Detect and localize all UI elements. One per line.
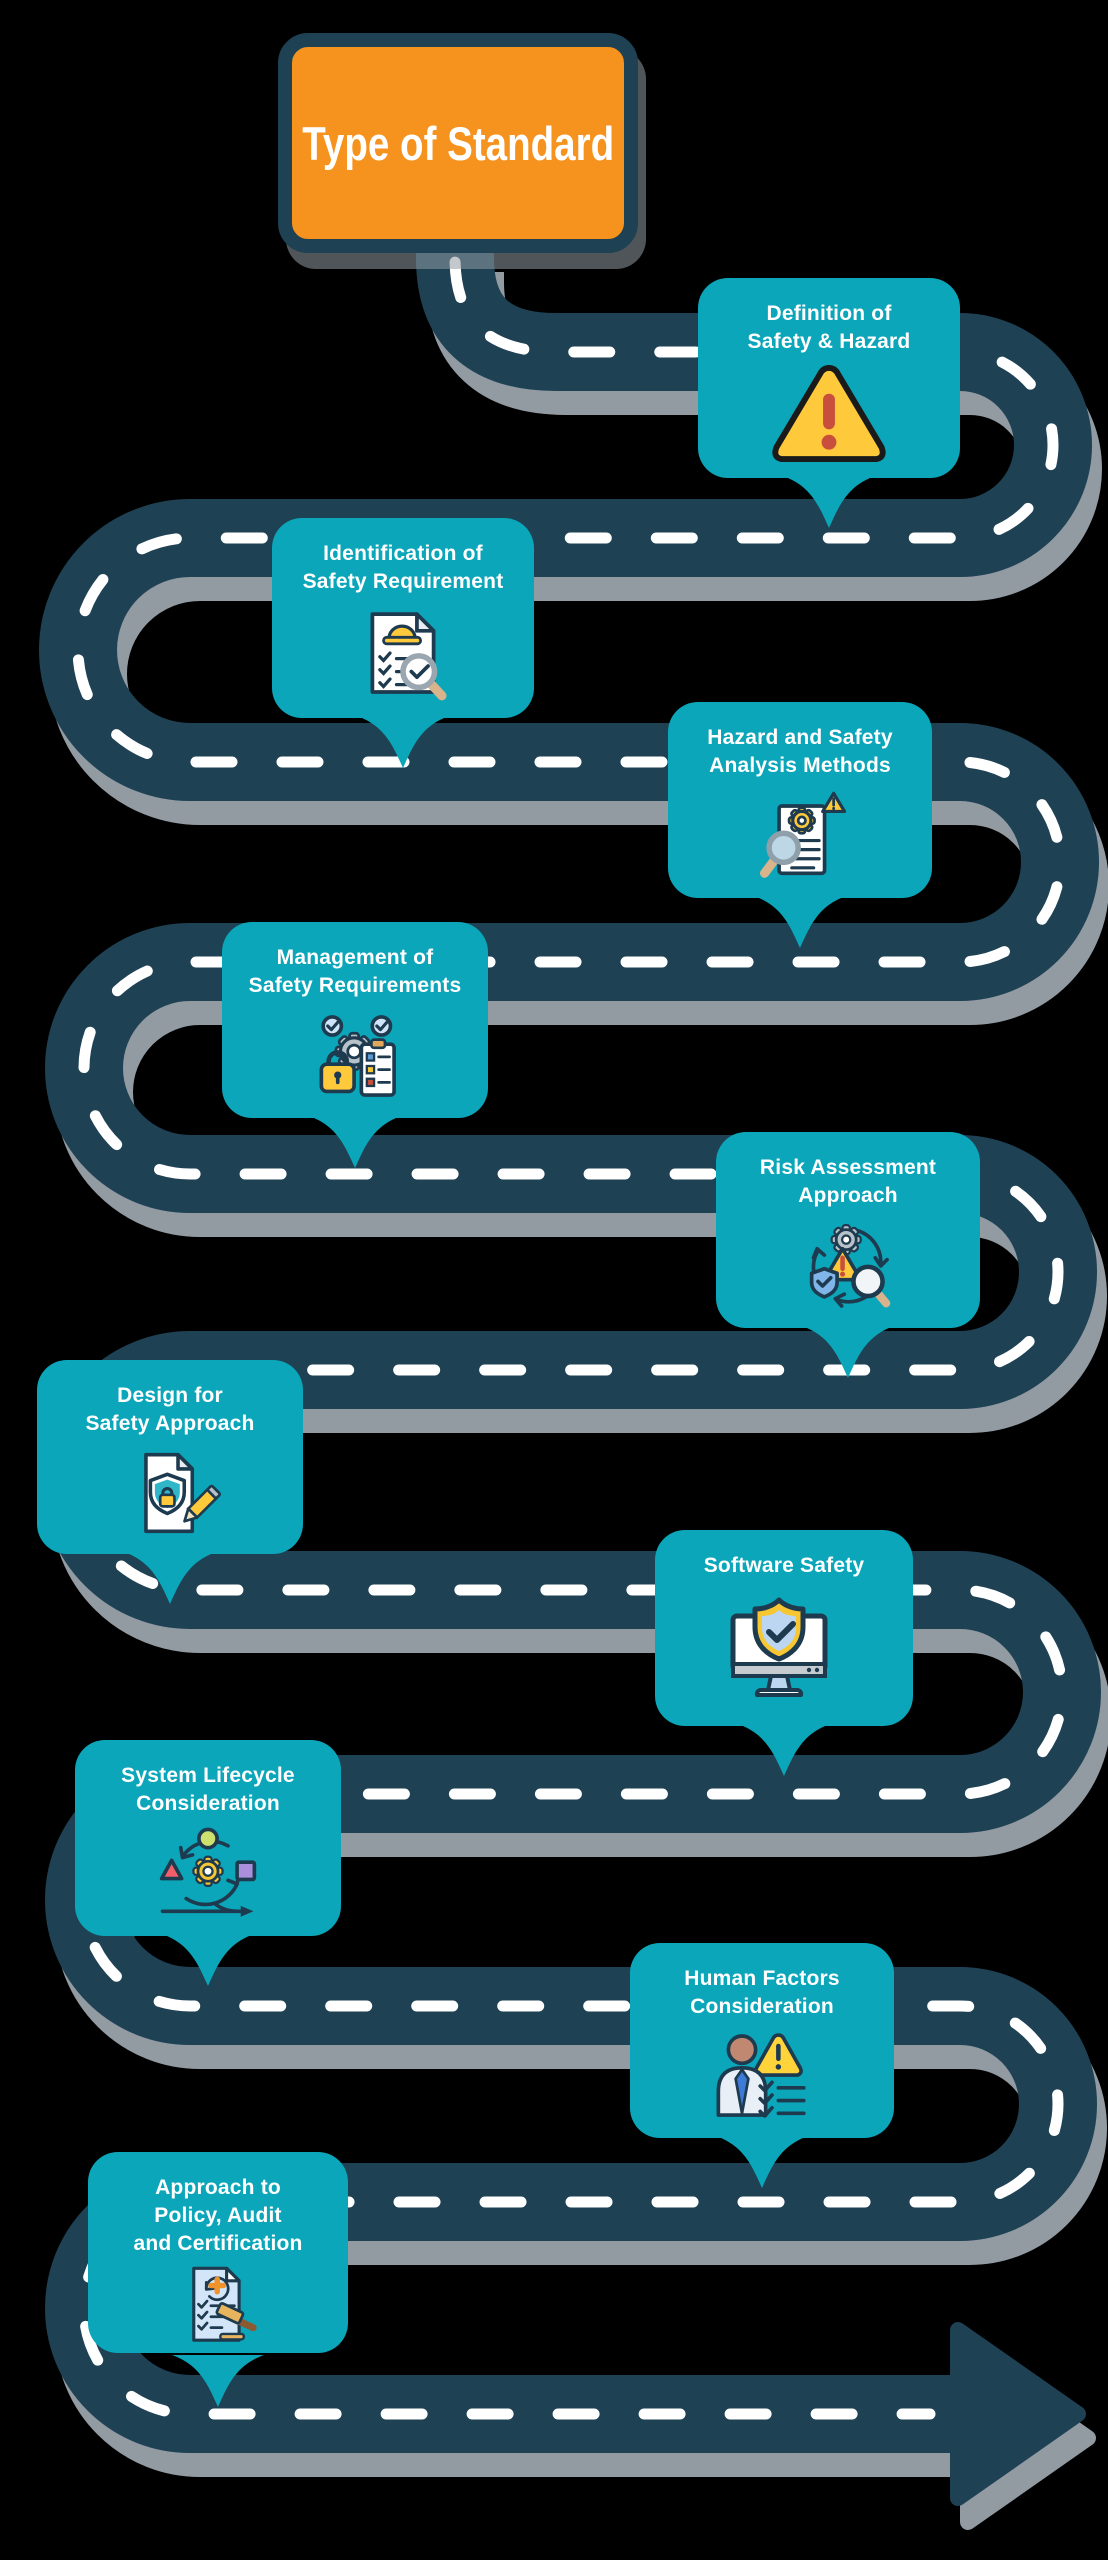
- square-shape: [235, 1860, 257, 1882]
- risk-cycle-warning-shield-magnifier-icon: [809, 1223, 891, 1308]
- road-path: [39, 248, 1101, 2453]
- callout-label: Identification of Safety Requirement: [302, 542, 504, 593]
- callout-label: Definition of Safety & Hazard: [747, 302, 911, 353]
- title-sign: Type of Standard: [278, 33, 638, 253]
- gear: [192, 1855, 224, 1887]
- warning-triangle-icon: [772, 364, 886, 462]
- callout-tail: [754, 896, 846, 948]
- callout-approach-to-policy-audit-and-certification: Approach to Policy, Audit and Certificat…: [88, 2152, 348, 2407]
- callout-label: System Lifecycle Consideration: [121, 1764, 295, 1815]
- callout-design-for-safety-approach: Design for Safety Approach: [37, 1360, 303, 1604]
- document-gavel-cycle-icon: [192, 2266, 257, 2342]
- callout-identification-of-safety-requirement: Identification of Safety Requirement: [272, 518, 534, 768]
- callout-label: Design for Safety Approach: [85, 1384, 255, 1435]
- person-warning-checklist-icon: [716, 2033, 806, 2119]
- callout-definition-of-safety-and-hazard: Definition of Safety & Hazard: [698, 278, 960, 528]
- callout-label: Software Safety: [703, 1554, 865, 1577]
- road-arrowhead-icon: [950, 2322, 1086, 2506]
- gavel-icon: [215, 2301, 257, 2341]
- callout-management-of-safety-requirements: Management of Safety Requirements: [222, 922, 488, 1168]
- callout-risk-assessment-approach: Risk Assessment Approach: [716, 1132, 980, 1378]
- callout-software-safety: Software Safety: [655, 1530, 913, 1776]
- callout-hazard-and-safety-analysis-methods: Hazard and Safety Analysis Methods: [668, 702, 932, 948]
- lock-icon: [158, 1493, 176, 1508]
- triangle-shape: [159, 1858, 184, 1881]
- pencil-icon: [183, 1484, 222, 1523]
- document-hardhat-magnifier-icon: [370, 612, 447, 701]
- callout-tail: [309, 1116, 401, 1168]
- plus-icon: [208, 2276, 227, 2295]
- callout-human-factors-consideration: Human Factors Consideration: [630, 1943, 894, 2188]
- tie: [734, 2068, 750, 2116]
- lifecycle-shapes-gear-icon: [159, 1827, 257, 1917]
- callout-tail: [783, 476, 875, 528]
- gear: [787, 806, 816, 835]
- magnifier-icon: [851, 1264, 885, 1299]
- monitor-shield-check-icon: [730, 1597, 828, 1697]
- callout-tail: [716, 2136, 808, 2188]
- callout-tail: [738, 1724, 830, 1776]
- document-shield-lock-pencil-icon: [144, 1452, 222, 1534]
- callout-tail: [162, 1934, 254, 1986]
- callout-tail: [124, 1552, 216, 1604]
- road-center-line: [72, 242, 1068, 2420]
- callout-tail: [172, 2355, 264, 2407]
- gear: [830, 1223, 862, 1256]
- callout-tail: [802, 1326, 894, 1378]
- gear-lock-clipboard-icon: [319, 1015, 396, 1097]
- callout-system-lifecycle-consideration: System Lifecycle Consideration: [75, 1740, 341, 1986]
- page-title: Type of Standard: [302, 116, 614, 170]
- callout-label: Hazard and Safety Analysis Methods: [707, 726, 893, 777]
- callout-label: Risk Assessment Approach: [759, 1156, 937, 1207]
- circle-shape: [197, 1827, 219, 1850]
- callout-tail: [357, 716, 449, 768]
- lock-shackle: [326, 1050, 350, 1066]
- callout-label: Approach to Policy, Audit and Certificat…: [133, 2176, 303, 2255]
- callout-label: Management of Safety Requirements: [248, 946, 462, 997]
- person-head: [726, 2034, 758, 2066]
- callout-label: Human Factors Consideration: [684, 1967, 840, 2018]
- document-gear-warning-magnifier-icon: [760, 791, 847, 878]
